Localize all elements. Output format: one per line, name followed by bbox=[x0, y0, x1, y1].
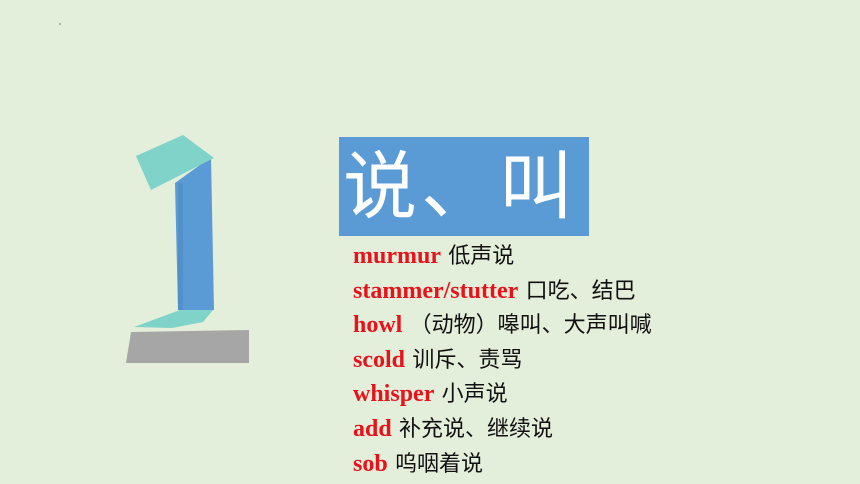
list-item: murmur 低声说 bbox=[353, 239, 652, 274]
chinese-meaning: 低声说 bbox=[448, 244, 515, 269]
english-word: add bbox=[353, 415, 392, 442]
list-item: sob 呜咽着说 bbox=[353, 447, 652, 482]
list-item: scold 训斥、责骂 bbox=[353, 343, 652, 378]
list-item: add 补充说、继续说 bbox=[353, 412, 652, 447]
english-word: whisper bbox=[353, 381, 435, 408]
english-word: stammer/stutter bbox=[353, 277, 519, 304]
chinese-meaning: 训斥、责骂 bbox=[412, 347, 523, 373]
chinese-meaning: 口吃、结巴 bbox=[525, 278, 636, 304]
list-item: stammer/stutter 口吃、结巴 bbox=[353, 274, 652, 309]
numeral-bottom-fold bbox=[134, 310, 213, 328]
slide-title: 说、叫 bbox=[343, 143, 577, 230]
numeral-stem bbox=[175, 157, 214, 310]
chinese-meaning: （动物）嗥叫、大声叫喊 bbox=[409, 313, 652, 339]
vocabulary-list: murmur 低声说 stammer/stutter 口吃、结巴 howl （动… bbox=[353, 239, 652, 481]
english-word: scold bbox=[353, 346, 406, 373]
chinese-meaning: 呜咽着说 bbox=[395, 451, 484, 477]
numeral-base bbox=[126, 330, 249, 363]
english-word: sob bbox=[353, 450, 388, 477]
title-box: 说、叫 bbox=[339, 137, 589, 236]
chinese-meaning: 小声说 bbox=[441, 382, 508, 408]
numeral-top-flag bbox=[136, 135, 214, 190]
decorative-dot bbox=[59, 23, 61, 25]
english-word: murmur bbox=[353, 243, 441, 269]
english-word: howl bbox=[353, 312, 403, 339]
list-item: howl （动物）嗥叫、大声叫喊 bbox=[353, 308, 652, 343]
numeral-stem-shade bbox=[178, 183, 183, 310]
list-item: whisper 小声说 bbox=[353, 377, 652, 412]
chinese-meaning: 补充说、继续说 bbox=[399, 416, 554, 442]
